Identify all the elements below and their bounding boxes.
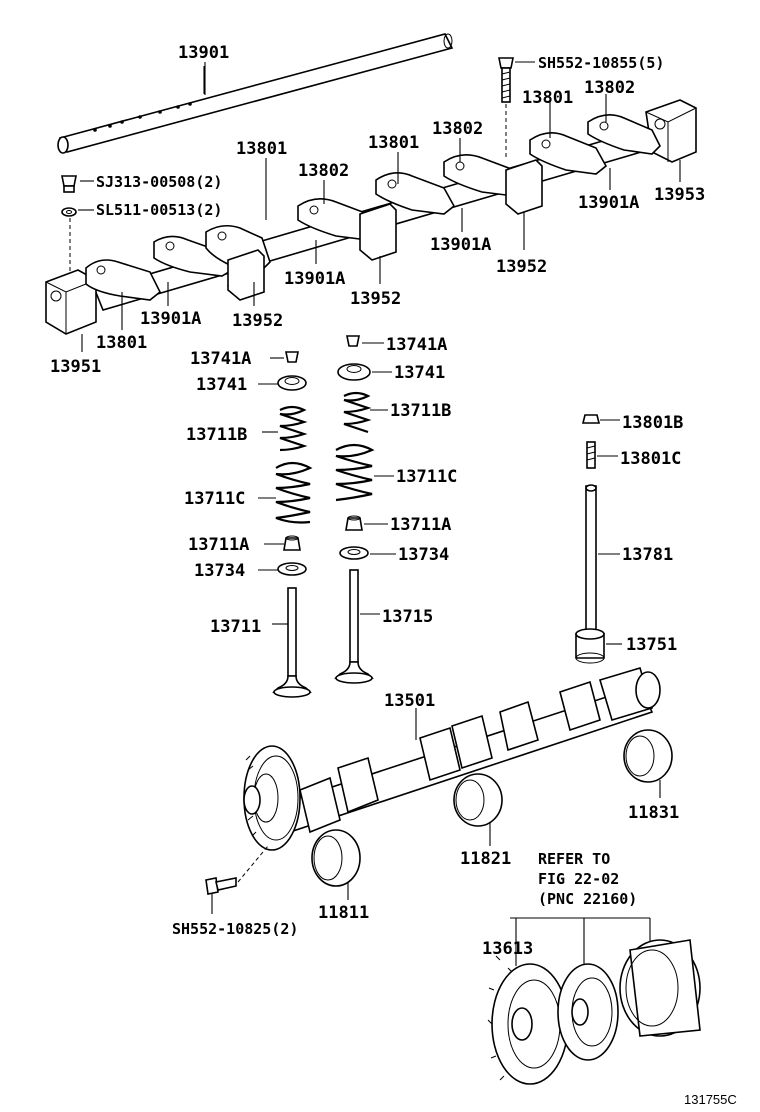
rocker-arm-13802-4[interactable]	[587, 114, 661, 155]
valve-seal-13711a-right[interactable]	[345, 515, 363, 531]
refer-line-3: (PNC 22160)	[538, 890, 637, 908]
label-sj313-00508: SJ313-00508(2)	[96, 173, 222, 191]
valve-keeper-13741a-right[interactable]	[346, 335, 360, 347]
label-13781: 13781	[622, 545, 673, 565]
label-13901: 13901	[178, 43, 229, 63]
spring-retainer-13741-left[interactable]	[277, 375, 307, 391]
figure-code: 131755C	[684, 1092, 737, 1107]
valve-stack-right	[334, 335, 375, 684]
bearing-11821[interactable]	[453, 773, 503, 827]
label-13613: 13613	[482, 939, 533, 959]
refer-line-1: REFER TO	[538, 850, 610, 868]
label-13952-a: 13952	[496, 257, 547, 277]
label-13801-a: 13801	[522, 88, 573, 108]
label-13953: 13953	[654, 185, 705, 205]
valve-keeper-13741a-left[interactable]	[285, 351, 299, 363]
exhaust-valve-13715[interactable]	[334, 569, 374, 684]
label-11821: 11821	[460, 849, 511, 869]
valve-lifter-13751[interactable]	[575, 628, 605, 664]
rocker-arm-13802-1[interactable]	[153, 235, 234, 277]
label-13801c: 13801C	[620, 449, 681, 469]
outer-spring-13711c-left[interactable]	[275, 461, 313, 524]
label-13741a-left: 13741A	[190, 349, 251, 369]
label-13751: 13751	[626, 635, 677, 655]
pushrod-13781[interactable]	[585, 484, 597, 645]
thrust-plate[interactable]	[557, 963, 619, 1061]
label-sh552-10825: SH552-10825(2)	[172, 920, 298, 938]
rocker-support-13952-1[interactable]	[227, 249, 265, 301]
label-13715: 13715	[382, 607, 433, 627]
label-13901a-a: 13901A	[578, 193, 639, 213]
label-13802-c: 13802	[432, 119, 483, 139]
timing-gear-13613[interactable]	[487, 955, 569, 1085]
label-13711a-left: 13711A	[188, 535, 249, 555]
locknut-13801b[interactable]	[581, 414, 601, 424]
camshaft-gear[interactable]	[243, 745, 301, 851]
label-13801b: 13801B	[622, 413, 683, 433]
bolt-sj313-00508[interactable]	[61, 175, 77, 193]
label-13801-b: 13801	[236, 139, 287, 159]
rocker-shaft-13901[interactable]	[57, 33, 454, 154]
label-13951: 13951	[50, 357, 101, 377]
label-13711b-right: 13711B	[390, 401, 451, 421]
label-13901a-c: 13901A	[284, 269, 345, 289]
label-sh552-10855: SH552-10855(5)	[538, 54, 664, 72]
label-13711: 13711	[210, 617, 261, 637]
label-13901a-d: 13901A	[140, 309, 201, 329]
rocker-support-13952-3[interactable]	[505, 159, 543, 215]
rocker-arm-13801-4[interactable]	[529, 132, 608, 175]
label-11811: 11811	[318, 903, 369, 923]
rocker-arm-13801-3[interactable]	[375, 172, 456, 215]
label-13901a-b: 13901A	[430, 235, 491, 255]
label-11831: 11831	[628, 803, 679, 823]
bearing-11811[interactable]	[311, 829, 361, 887]
refer-line-2: FIG 22-02	[538, 870, 619, 888]
label-13734-right: 13734	[398, 545, 449, 565]
spring-seat-13734-left[interactable]	[277, 562, 307, 576]
washer-sl511-00513[interactable]	[61, 207, 77, 217]
label-13952-b: 13952	[350, 289, 401, 309]
label-13952-c: 13952	[232, 311, 283, 331]
intake-valve-13711[interactable]	[272, 587, 312, 698]
label-13711c-right: 13711C	[396, 467, 457, 487]
adjusting-screw-13801c[interactable]	[586, 441, 596, 469]
spring-seat-13734-right[interactable]	[339, 546, 369, 560]
outer-spring-13711c-right[interactable]	[335, 443, 375, 502]
label-13734-left: 13734	[194, 561, 245, 581]
label-13741-right: 13741	[394, 363, 445, 383]
spring-retainer-13741-right[interactable]	[337, 363, 371, 381]
inner-spring-13711b-left[interactable]	[279, 405, 308, 452]
bolt-sh552-10855[interactable]	[498, 57, 514, 103]
label-13802-b: 13802	[298, 161, 349, 181]
rocker-assembly	[45, 99, 697, 335]
label-13501: 13501	[384, 691, 435, 711]
label-13801-d: 13801	[96, 333, 147, 353]
label-13741-left: 13741	[196, 375, 247, 395]
label-13801-c: 13801	[368, 133, 419, 153]
gear-housing[interactable]	[619, 939, 701, 1037]
label-13741a-right: 13741A	[386, 335, 447, 355]
label-sl511-00513: SL511-00513(2)	[96, 201, 222, 219]
rocker-arm-13801-left[interactable]	[85, 259, 162, 301]
bearing-11831[interactable]	[623, 729, 673, 783]
label-13711a-right: 13711A	[390, 515, 451, 535]
valve-seal-13711a-left[interactable]	[283, 535, 301, 551]
label-13711c-left: 13711C	[184, 489, 245, 509]
bolt-sh552-10825[interactable]	[205, 877, 237, 895]
rocker-support-13951[interactable]	[45, 269, 97, 335]
label-13711b-left: 13711B	[186, 425, 247, 445]
rocker-support-13952-2[interactable]	[359, 203, 397, 261]
label-13802-a: 13802	[584, 78, 635, 98]
camshaft-13501[interactable]	[243, 667, 661, 851]
inner-spring-13711b-right[interactable]	[343, 391, 372, 434]
valve-stack-left	[272, 351, 313, 698]
